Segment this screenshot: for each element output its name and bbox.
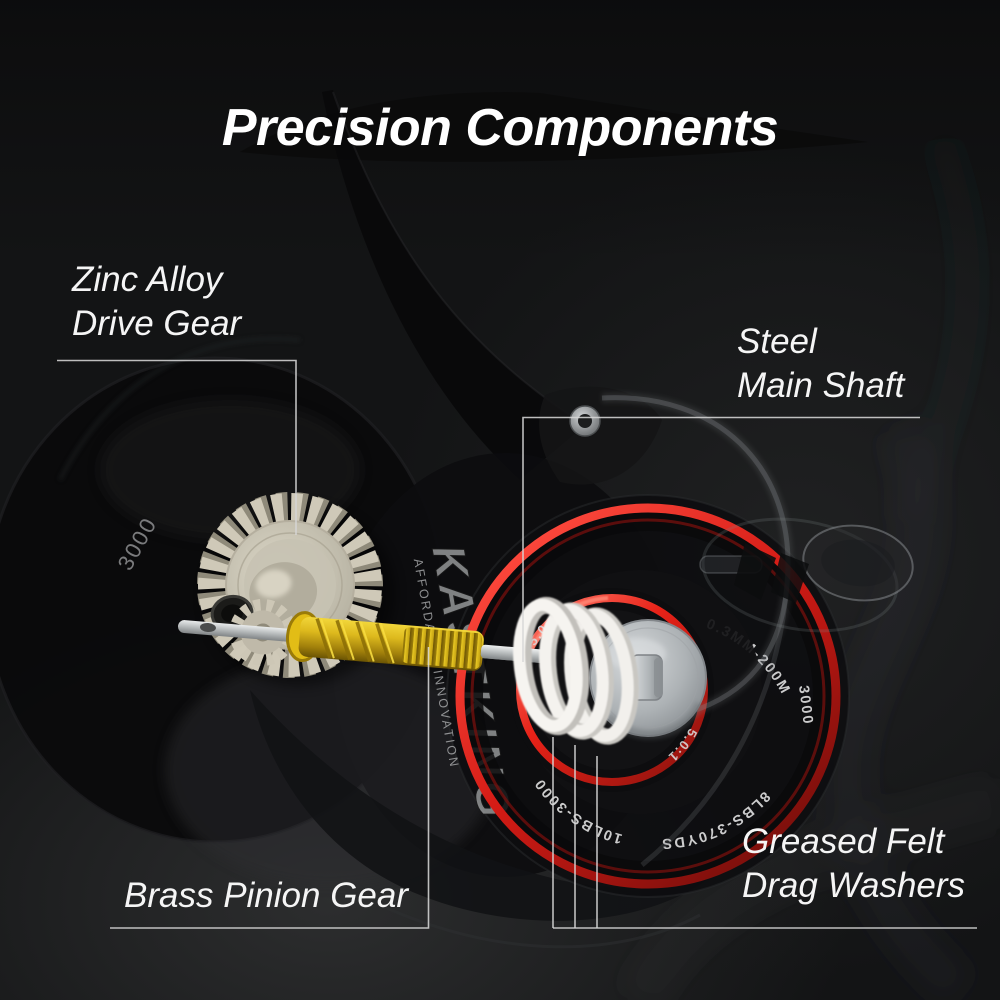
pinion-threads bbox=[402, 627, 483, 669]
leader-lines bbox=[57, 359, 977, 929]
leader-main-shaft bbox=[522, 416, 920, 662]
pinion-gear bbox=[285, 611, 484, 671]
bail-arm bbox=[539, 386, 662, 485]
callout-main-shaft-line1: Steel bbox=[737, 322, 817, 361]
page-title: Precision Components bbox=[221, 99, 779, 157]
callout-pinion-gear-line1: Brass Pinion Gear bbox=[124, 876, 409, 915]
callout-drag-washers: Greased Felt Drag Washers bbox=[742, 820, 965, 908]
reel-foot bbox=[240, 92, 868, 162]
callout-drag-washers-line2: Drag Washers bbox=[742, 866, 966, 906]
callout-drive-gear-line2: Drive Gear bbox=[72, 304, 242, 344]
callout-main-shaft: Steel Main Shaft bbox=[737, 320, 904, 408]
leader-drag-washers bbox=[552, 737, 977, 929]
callout-drag-washers-line1: Greased Felt bbox=[742, 822, 945, 861]
callout-drive-gear: Zinc Alloy Drive Gear bbox=[72, 258, 241, 346]
drag-washer-stack bbox=[513, 596, 707, 745]
spool-red-rim bbox=[455, 503, 841, 889]
reel-stem bbox=[322, 90, 585, 480]
leader-drive-gear bbox=[57, 359, 297, 535]
callout-pinion-gear: Brass Pinion Gear bbox=[124, 874, 408, 918]
callout-main-shaft-line2: Main Shaft bbox=[737, 366, 905, 406]
rotor-arm bbox=[250, 690, 720, 921]
spool-size-right: 3000 bbox=[795, 685, 816, 727]
felt-washers bbox=[513, 596, 639, 745]
leader-pinion-gear bbox=[110, 647, 430, 929]
callout-drive-gear-line1: Zinc Alloy bbox=[72, 260, 223, 299]
smoke-swirls bbox=[617, 135, 1000, 1000]
handle-ghost bbox=[699, 517, 914, 633]
